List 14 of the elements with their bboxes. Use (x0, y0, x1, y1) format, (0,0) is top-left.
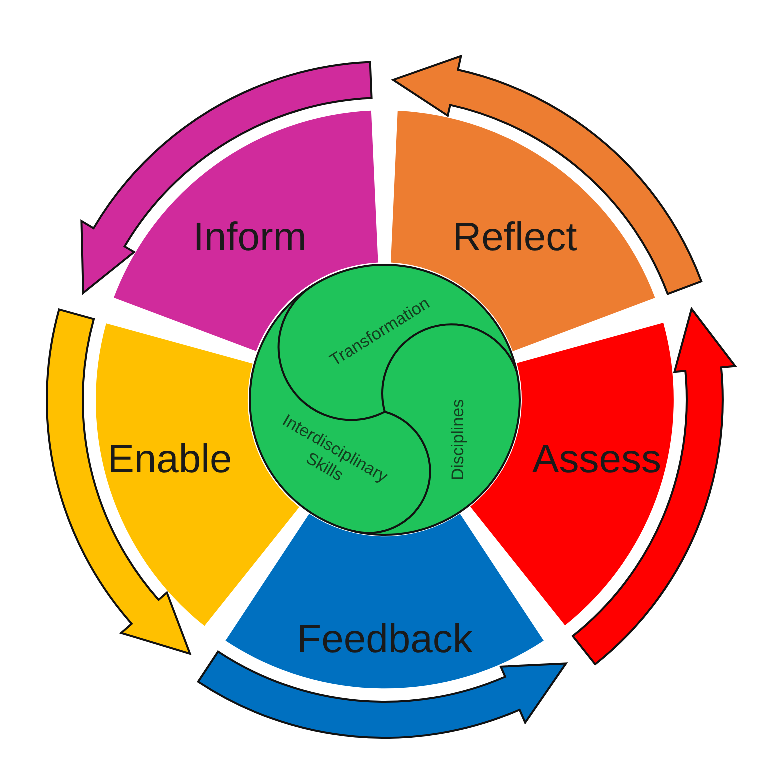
section-label: Disciplines (447, 380, 469, 500)
curved-arrow (572, 308, 736, 666)
segment-label: Inform (193, 215, 307, 260)
center-circle (248, 263, 522, 537)
cycle-segment (471, 323, 674, 625)
segment-label: Feedback (297, 617, 473, 662)
curved-arrow (80, 61, 373, 294)
cycle-segment (227, 514, 544, 689)
curved-arrow (392, 55, 703, 296)
segment-label: Reflect (452, 215, 578, 260)
curved-arrow (197, 650, 568, 739)
curved-arrow (46, 308, 192, 655)
segment-label: Enable (108, 437, 232, 482)
segment-label: Assess (532, 437, 662, 482)
